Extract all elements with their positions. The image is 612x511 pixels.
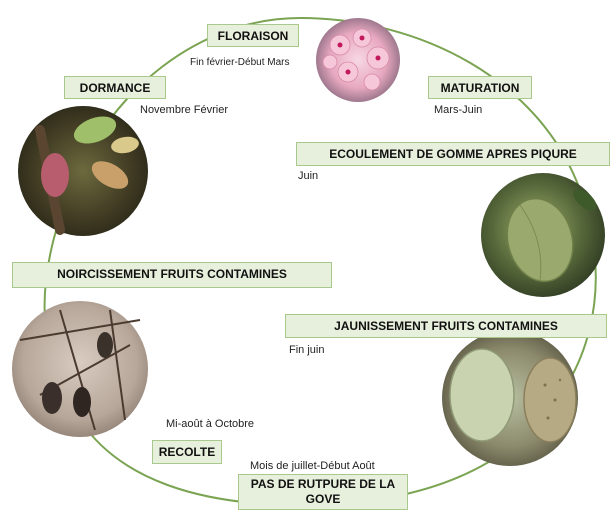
stage-rupture-label: PAS DE RUTPURE DE LA GOVE (238, 474, 408, 510)
stage-maturation-label: MATURATION (428, 76, 532, 99)
stage-jaunissement-period: Fin juin (289, 344, 324, 357)
black-fruit-photo (12, 301, 148, 437)
stage-ecoulement-period: Juin (298, 170, 318, 183)
stage-ecoulement-label: ECOULEMENT DE GOMME APRES PIQURE (296, 142, 610, 166)
blossom-photo (316, 18, 400, 102)
yellow-fruit-photo (442, 330, 578, 466)
stage-dormance-label: DORMANCE (64, 76, 166, 99)
stage-rupture-period: Mois de juillet-Début Août (250, 460, 375, 473)
stage-maturation-period: Mars-Juin (434, 104, 482, 117)
bud-photo (18, 106, 148, 236)
stage-noircissement-label: NOIRCISSEMENT FRUITS CONTAMINES (12, 262, 332, 288)
stage-recolte-label: RECOLTE (152, 440, 222, 464)
stage-dormance-period: Novembre Février (140, 104, 228, 117)
stage-floraison-label: FLORAISON (207, 24, 299, 47)
stage-floraison-period: Fin février-Début Mars (190, 56, 289, 69)
stage-jaunissement-label: JAUNISSEMENT FRUITS CONTAMINES (285, 314, 607, 338)
stage-recolte-period: Mi-août à Octobre (166, 418, 254, 431)
green-almond-photo (481, 173, 605, 297)
